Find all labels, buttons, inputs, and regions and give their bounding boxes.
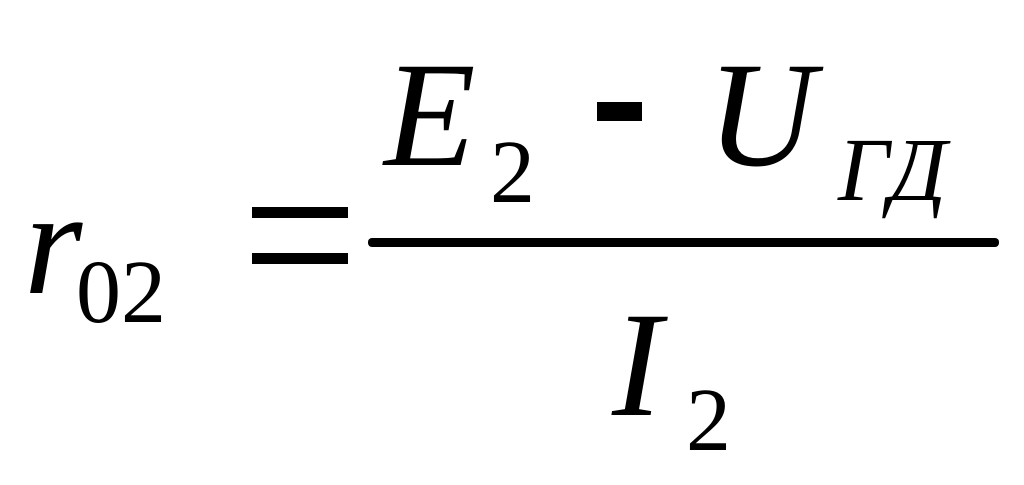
numerator-term2-subscript: ГД — [838, 121, 947, 220]
minus-sign — [597, 102, 642, 121]
denominator-variable: I — [612, 282, 662, 448]
equals-bottom-stroke — [252, 253, 348, 264]
fraction-bar — [368, 238, 999, 247]
numerator-term2-variable: U — [707, 32, 816, 198]
lhs-subscript: 02 — [76, 243, 166, 342]
numerator-term1-variable: E — [384, 32, 476, 198]
equals-top-stroke — [252, 207, 348, 218]
denominator-subscript: 2 — [686, 371, 731, 470]
numerator-term1-subscript: 2 — [490, 123, 535, 222]
lhs-variable: r — [24, 160, 83, 326]
